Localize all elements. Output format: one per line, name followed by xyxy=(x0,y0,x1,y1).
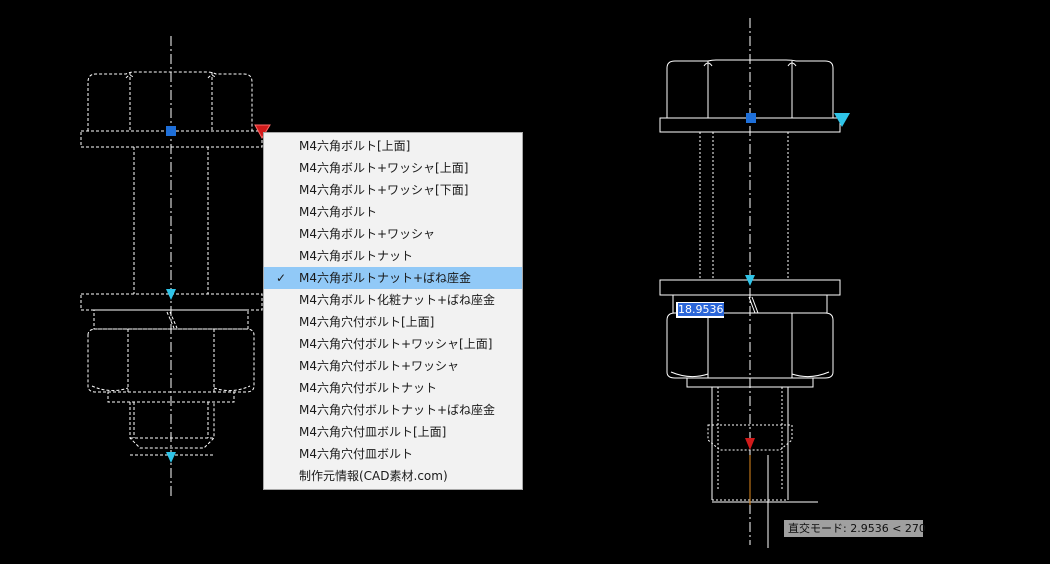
dimension-input[interactable]: 18.9536 xyxy=(676,302,724,318)
menu-item[interactable]: M4六角穴付皿ボルト[上面] xyxy=(264,421,522,443)
square-grip-icon[interactable] xyxy=(166,126,176,136)
menu-item-label: M4六角ボルト+ワッシャ xyxy=(299,227,436,241)
check-icon: ✓ xyxy=(275,271,287,285)
status-tooltip: 直交モード: 2.9536 < 270 xyxy=(784,520,926,537)
menu-item[interactable]: M4六角穴付ボルト+ワッシャ[上面] xyxy=(264,333,522,355)
menu-item-label: M4六角穴付ボルト+ワッシャ xyxy=(299,359,460,373)
menu-item-label: M4六角ボルト xyxy=(299,205,377,219)
menu-item-label: M4六角穴付ボルトナット xyxy=(299,381,437,395)
menu-item[interactable]: M4六角穴付皿ボルト xyxy=(264,443,522,465)
menu-item[interactable]: M4六角ボルトナット xyxy=(264,245,522,267)
menu-item[interactable]: M4六角ボルト+ワッシャ xyxy=(264,223,522,245)
menu-item-label: M4六角穴付ボルトナット+ばね座金 xyxy=(299,403,496,417)
menu-item-label: M4六角ボルトナット+ばね座金 xyxy=(299,271,472,285)
menu-item[interactable]: M4六角ボルト化粧ナット+ばね座金 xyxy=(264,289,522,311)
menu-item-label: 制作元情報(CAD素材.com) xyxy=(299,469,448,483)
menu-item-label: M4六角ボルト化粧ナット+ばね座金 xyxy=(299,293,496,307)
menu-item-label: M4六角穴付皿ボルト[上面] xyxy=(299,425,447,439)
bolt-head-outline xyxy=(87,71,253,131)
menu-item[interactable]: M4六角ボルト[上面] xyxy=(264,135,522,157)
menu-item-label: M4六角穴付皿ボルト xyxy=(299,447,413,461)
menu-item[interactable]: M4六角ボルト+ワッシャ[下面] xyxy=(264,179,522,201)
menu-item[interactable]: M4六角穴付ボルトナット xyxy=(264,377,522,399)
triangle-marker-icon[interactable] xyxy=(745,438,755,450)
triangle-marker-icon[interactable] xyxy=(166,289,176,300)
square-grip-icon[interactable] xyxy=(746,113,756,123)
menu-item-label: M4六角穴付ボルト[上面] xyxy=(299,315,435,329)
menu-item[interactable]: 制作元情報(CAD素材.com) xyxy=(264,465,522,487)
menu-item-label: M4六角ボルトナット xyxy=(299,249,413,263)
menu-item-label: M4六角ボルト+ワッシャ[下面] xyxy=(299,183,469,197)
menu-item[interactable]: M4六角ボルト xyxy=(264,201,522,223)
menu-item-label: M4六角ボルト[上面] xyxy=(299,139,411,153)
menu-item[interactable]: M4六角穴付ボルトナット+ばね座金 xyxy=(264,399,522,421)
menu-item[interactable]: ✓ M4六角ボルトナット+ばね座金 xyxy=(264,267,522,289)
triangle-marker-icon[interactable] xyxy=(834,113,850,127)
triangle-marker-icon[interactable] xyxy=(166,452,176,463)
menu-item[interactable]: M4六角ボルト+ワッシャ[上面] xyxy=(264,157,522,179)
menu-item[interactable]: M4六角穴付ボルト+ワッシャ xyxy=(264,355,522,377)
menu-item-label: M4六角ボルト+ワッシャ[上面] xyxy=(299,161,469,175)
menu-item-label: M4六角穴付ボルト+ワッシャ[上面] xyxy=(299,337,493,351)
dimension-input-value: 18.9536 xyxy=(678,303,724,316)
triangle-marker-icon[interactable] xyxy=(254,124,271,140)
menu-item[interactable]: M4六角穴付ボルト[上面] xyxy=(264,311,522,333)
triangle-marker-icon[interactable] xyxy=(745,275,755,286)
block-select-context-menu: M4六角ボルト[上面] M4六角ボルト+ワッシャ[上面] M4六角ボルト+ワッシャ[… xyxy=(263,132,523,490)
